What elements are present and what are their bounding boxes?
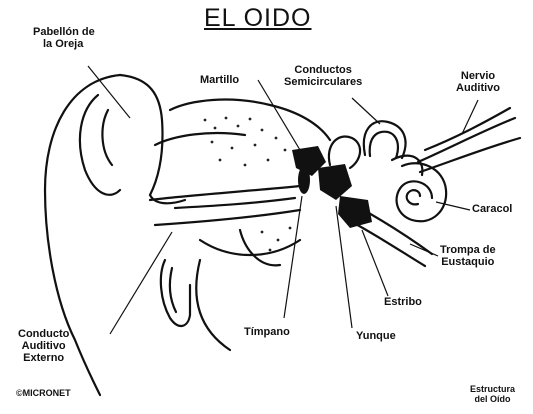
label-trompa-line1: Trompa de	[440, 244, 496, 256]
label-pabellon: Pabellón de la Oreja	[33, 26, 95, 50]
label-timpano: Tímpano	[244, 326, 290, 338]
label-conducto-line1: Conducto	[18, 328, 69, 340]
label-trompa-line2: Eustaquio	[440, 256, 496, 268]
label-conductos: Conductos Semicirculares	[284, 64, 362, 88]
label-conductos-line1: Conductos	[284, 64, 362, 76]
stapes	[338, 196, 372, 228]
label-nervio-line2: Auditivo	[456, 82, 500, 94]
label-conductos-line2: Semicirculares	[284, 76, 362, 88]
ear-canal	[150, 186, 300, 200]
credit-text: ©MICRONET	[16, 388, 71, 398]
label-estribo: Estribo	[384, 296, 422, 308]
label-nervio-line1: Nervio	[456, 70, 500, 82]
incus	[318, 164, 352, 200]
caption-line1: Estructura	[470, 384, 515, 394]
label-trompa: Trompa de Eustaquio	[440, 244, 496, 268]
label-pabellon-line1: Pabellón de	[33, 26, 95, 38]
label-nervio: Nervio Auditivo	[456, 70, 500, 94]
label-caracol: Caracol	[472, 203, 512, 215]
caption-line2: del Oído	[470, 394, 515, 404]
label-conducto-line3: Externo	[18, 352, 69, 364]
label-conducto: Conducto Auditivo Externo	[18, 328, 69, 364]
label-conducto-line2: Auditivo	[18, 340, 69, 352]
label-yunque: Yunque	[356, 330, 396, 342]
caption-text: Estructura del Oído	[470, 384, 515, 404]
label-martillo: Martillo	[200, 74, 239, 86]
page-title: EL OIDO	[204, 4, 312, 33]
label-pabellon-line2: la Oreja	[33, 38, 95, 50]
